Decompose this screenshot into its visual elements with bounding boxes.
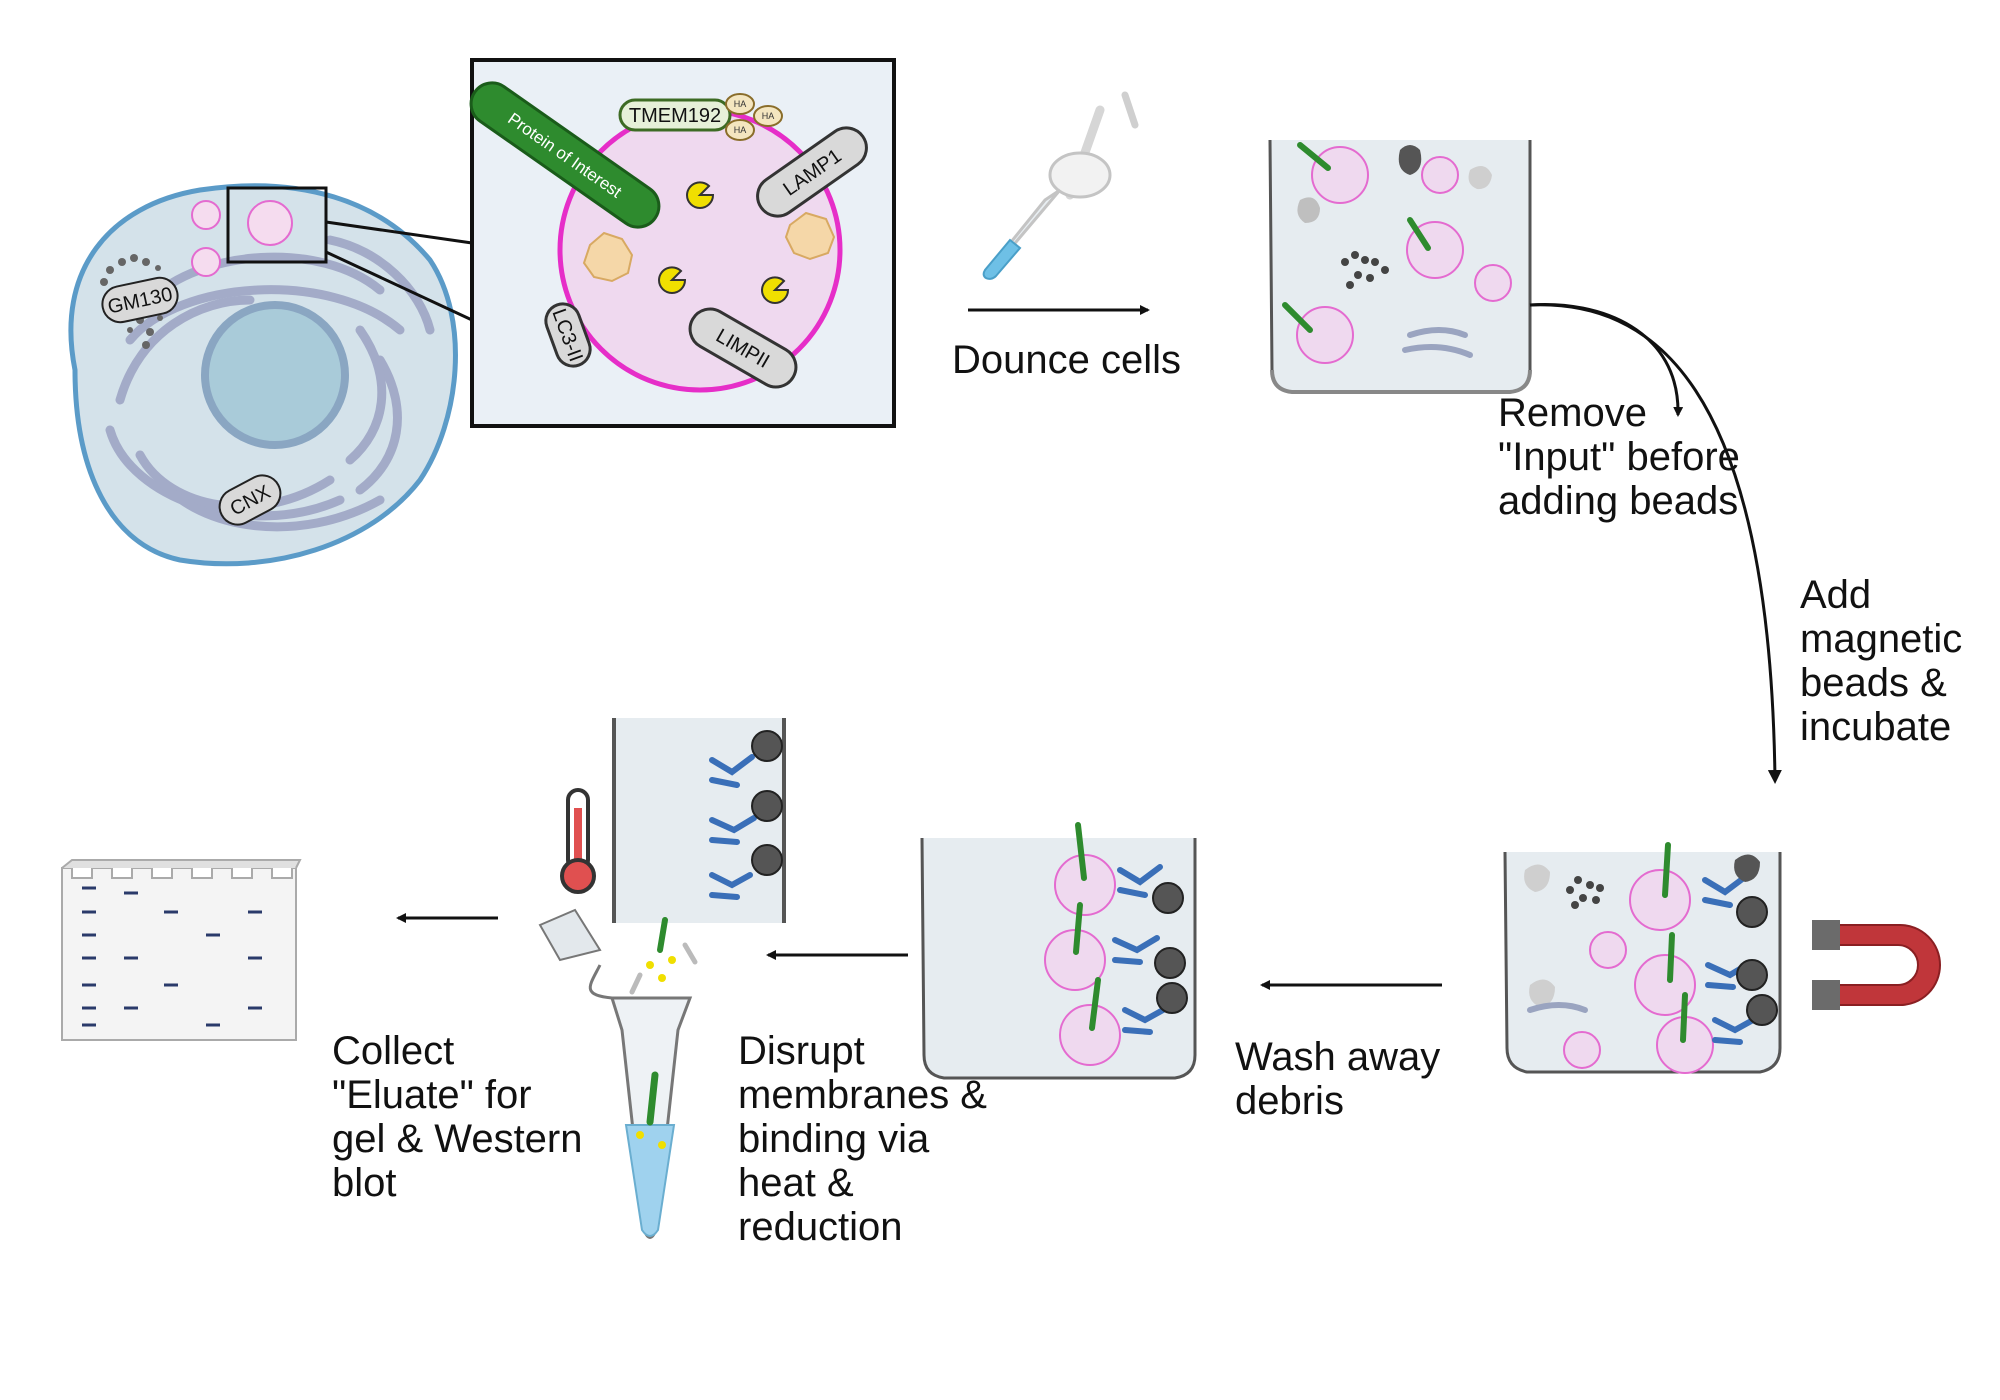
bound-lysosomes <box>1563 869 1714 1074</box>
endoplasmic-reticulum <box>105 235 435 532</box>
released-contents <box>629 917 698 995</box>
gel-bands <box>82 886 262 1027</box>
bead-incubation-container <box>1503 842 1782 1074</box>
tmem192-tag: TMEM192 HA HA HA <box>618 93 783 141</box>
golgi-apparatus <box>100 254 163 349</box>
cell-lysosomes <box>191 200 293 277</box>
cargo-aggregates <box>582 211 836 283</box>
add-beads-label: Add magnetic beads & incubate <box>1800 573 1973 749</box>
dounce-homogenizer-icon <box>982 91 1139 280</box>
svg-text:HA: HA <box>734 125 747 135</box>
lysosome-inset: Protein of Interest TMEM192 HA HA HA LAM… <box>469 58 896 428</box>
microcentrifuge-tube <box>538 908 693 1239</box>
magnetic-beads <box>1736 896 1778 1026</box>
remove-input-label: Remove "Input" before adding beads <box>1498 391 1751 523</box>
bound-poi-rods <box>1662 842 1688 1043</box>
lysate-container <box>1268 139 1532 394</box>
tmem192-label: TMEM192 <box>629 105 721 127</box>
lysate-poi-rods <box>1282 142 1431 333</box>
collect-label: Collect "Eluate" for gel & Western blot <box>332 1029 594 1205</box>
dounce-label: Dounce cells <box>952 338 1181 382</box>
disrupt-label: Disrupt membranes & binding via heat & r… <box>738 1029 998 1249</box>
magnet-icon <box>1812 920 1941 1010</box>
antibodies <box>1702 874 1756 1045</box>
washed-container <box>920 822 1197 1080</box>
western-blot-gel <box>61 859 302 1041</box>
zoom-line-top <box>325 220 473 245</box>
cell-illustration: GM130 CNX <box>68 183 473 567</box>
arrow-add-beads <box>1529 303 1782 784</box>
elution-panel <box>538 718 786 1239</box>
svg-text:HA: HA <box>734 99 747 109</box>
thermometer-icon <box>560 788 596 894</box>
wash-label: Wash away debris <box>1235 1035 1451 1123</box>
lysate-debris <box>1297 145 1492 358</box>
container-debris <box>1524 854 1760 1013</box>
gm130-pill: GM130 <box>101 276 179 324</box>
zoom-line-bottom <box>325 250 473 322</box>
ha-tags: HA HA HA <box>725 93 783 141</box>
nucleus <box>201 301 349 449</box>
zoom-box <box>226 186 328 264</box>
svg-text:HA: HA <box>762 111 775 121</box>
hydrolase-enzymes <box>657 181 790 304</box>
